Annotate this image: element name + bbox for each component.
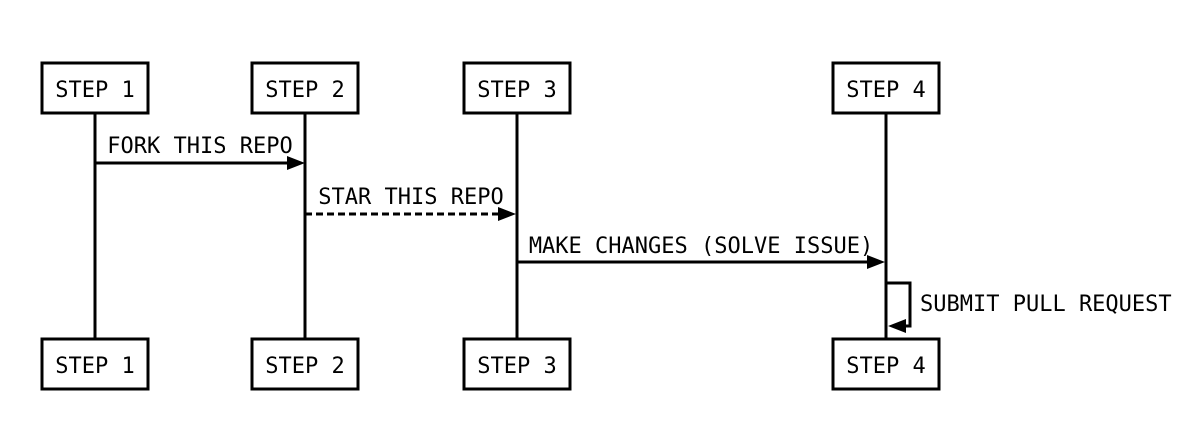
actor-step-4-bottom-label: STEP 4 — [846, 354, 925, 379]
message-make-changes-label: MAKE CHANGES (SOLVE ISSUE) — [529, 234, 873, 259]
actor-step-3-bottom: STEP 3 — [462, 337, 572, 391]
actor-step-3-bottom-box — [462, 337, 572, 391]
actor-step-4-bottom-box — [831, 337, 941, 391]
actor-step-1-top-label: STEP 1 — [55, 78, 134, 103]
actor-step-3-top-label: STEP 3 — [477, 78, 556, 103]
message-make-changes: MAKE CHANGES (SOLVE ISSUE) — [517, 234, 885, 269]
actor-step-3-top: STEP 3 — [462, 61, 572, 115]
actor-step-4-top-box — [831, 61, 941, 115]
arrowhead-left-icon — [888, 319, 906, 333]
actor-step-1-bottom: STEP 1 — [40, 337, 150, 391]
actor-step-3-top-box — [462, 61, 572, 115]
actor-step-4-top: STEP 4 — [831, 61, 941, 115]
message-fork-this-repo: FORK THIS REPO — [95, 134, 305, 170]
actor-step-2-bottom-box — [250, 337, 360, 391]
arrowhead-right-icon — [287, 156, 305, 170]
actor-step-1-bottom-label: STEP 1 — [55, 354, 134, 379]
actor-step-3-bottom-label: STEP 3 — [477, 354, 556, 379]
message-submit-pull-request-loop — [886, 281, 912, 328]
message-fork-this-repo-label: FORK THIS REPO — [107, 134, 292, 159]
arrowhead-right-icon — [867, 255, 885, 269]
actor-step-2-bottom: STEP 2 — [250, 337, 360, 391]
actor-step-1-top-box — [40, 61, 150, 115]
actor-step-2-bottom-label: STEP 2 — [265, 354, 344, 379]
actor-step-1-bottom-box — [40, 337, 150, 391]
message-star-this-repo: STAR THIS REPO — [305, 185, 516, 221]
actor-step-2-top-label: STEP 2 — [265, 78, 344, 103]
message-submit-pull-request-label: SUBMIT PULL REQUEST — [920, 292, 1172, 317]
actor-step-2-top-box — [250, 61, 360, 115]
message-submit-pull-request: SUBMIT PULL REQUEST — [886, 281, 1172, 333]
actor-step-4-bottom: STEP 4 — [831, 337, 941, 391]
actor-step-2-top: STEP 2 — [250, 61, 360, 115]
actor-step-4-top-label: STEP 4 — [846, 78, 925, 103]
message-star-this-repo-label: STAR THIS REPO — [318, 185, 503, 210]
actor-step-1-top: STEP 1 — [40, 61, 150, 115]
arrowhead-right-icon — [498, 207, 516, 221]
